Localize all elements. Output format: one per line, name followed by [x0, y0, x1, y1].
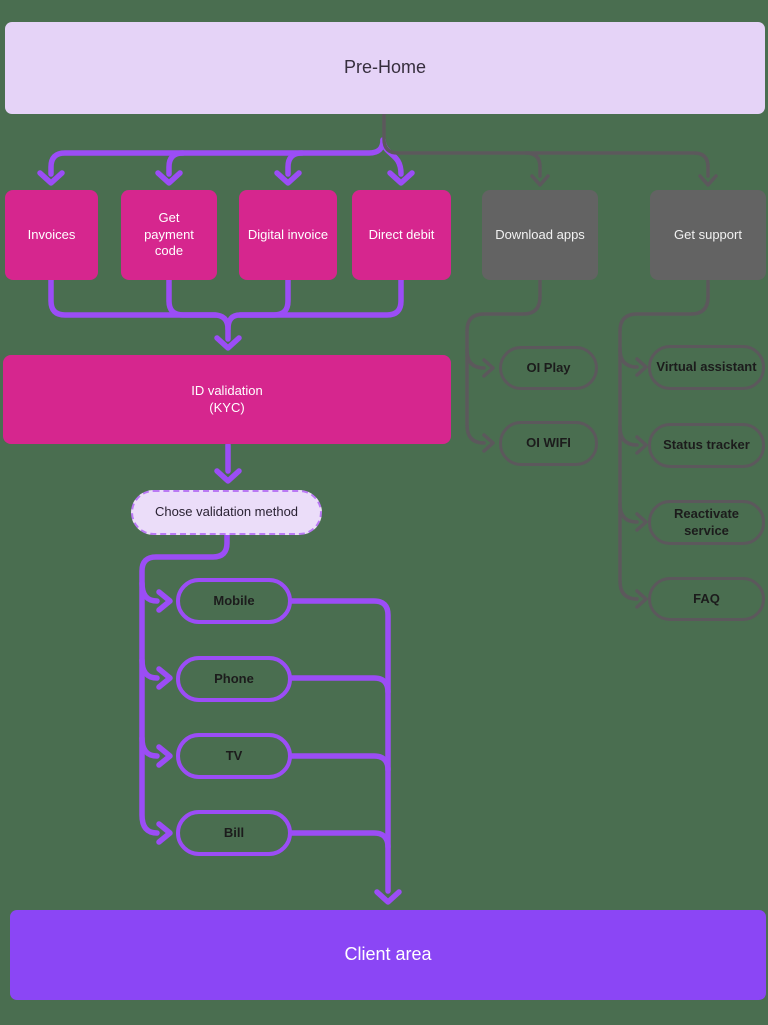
node-get-support: Get support — [650, 190, 766, 280]
phone-label: Phone — [214, 670, 254, 686]
id-validation-label: ID validation — [191, 382, 263, 398]
download-apps-label: Download apps — [495, 226, 585, 242]
invoices-label: Invoices — [27, 226, 76, 242]
node-digital-invoice: Digital invoice — [239, 190, 337, 280]
node-download-apps: Download apps — [482, 190, 598, 280]
node-oi-wifi: OI WIFI — [499, 421, 598, 466]
kyc-label: (KYC) — [209, 399, 245, 415]
node-bill: Bill — [176, 810, 292, 856]
node-pre-home: Pre-Home — [5, 22, 765, 114]
chose-validation-method-label: Chose validation method — [154, 504, 299, 520]
node-faq: FAQ — [648, 577, 765, 621]
node-get-payment-code: Get payment code — [121, 190, 217, 280]
node-client-area: Client area — [10, 910, 766, 1000]
node-reactivate-service: Reactivate service — [648, 500, 765, 545]
client-area-label: Client area — [344, 944, 432, 965]
node-phone: Phone — [176, 656, 292, 702]
oi-play-label: OI Play — [526, 359, 571, 375]
status-tracker-label: Status tracker — [663, 437, 750, 453]
node-virtual-assistant: Virtual assistant — [648, 345, 765, 390]
get-payment-code-label: Get payment code — [144, 209, 194, 259]
faq-label: FAQ — [693, 590, 720, 606]
get-support-label: Get support — [674, 226, 742, 242]
mobile-label: Mobile — [213, 592, 255, 608]
purple-connectors — [37, 137, 415, 905]
reactivate-service-label: Reactivate service — [673, 505, 740, 538]
node-tv: TV — [176, 733, 292, 779]
gray-connectors — [382, 113, 718, 609]
direct-debit-label: Direct debit — [368, 226, 435, 242]
bill-label: Bill — [223, 824, 245, 840]
virtual-assistant-label: Virtual assistant — [656, 359, 757, 375]
node-mobile: Mobile — [176, 578, 292, 624]
oi-wifi-label: OI WIFI — [526, 435, 571, 451]
node-direct-debit: Direct debit — [352, 190, 451, 280]
digital-invoice-label: Digital invoice — [247, 226, 329, 242]
node-invoices: Invoices — [5, 190, 98, 280]
pre-home-label: Pre-Home — [343, 57, 427, 78]
node-chose-validation-method: Chose validation method — [131, 490, 322, 535]
node-oi-play: OI Play — [499, 346, 598, 390]
tv-label: TV — [225, 747, 243, 763]
node-id-validation-kyc: ID validation (KYC) — [3, 355, 451, 444]
node-status-tracker: Status tracker — [648, 423, 765, 468]
